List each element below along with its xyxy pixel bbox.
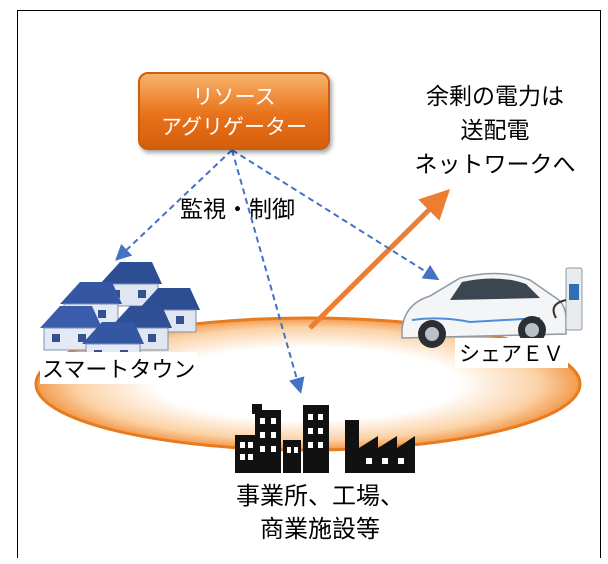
arrow-to-business: [231, 149, 305, 394]
business-line-1: 事業所、工場、: [236, 482, 404, 510]
control-arrows: [115, 149, 440, 394]
ev-car-icon: [401, 272, 567, 348]
building-icon: [235, 404, 329, 473]
diagram-frame: [17, 10, 601, 558]
surplus-arrow: [308, 188, 451, 330]
business-line-2: 商業施設等: [260, 515, 380, 543]
surplus-line-2: 送配電: [460, 118, 530, 144]
arrow-to-ev: [231, 149, 440, 281]
surplus-line-1: 余剰の電力は: [426, 84, 564, 110]
monitor-control-label: 監視・制御: [180, 197, 295, 223]
arrow-to-town: [115, 149, 233, 261]
business-facilities-label: 事業所、工場、 商業施設等: [230, 480, 410, 546]
shared-ev-label: シェアＥＶ: [455, 338, 568, 368]
surplus-power-label: 余剰の電力は 送配電 ネットワークへ: [400, 80, 590, 182]
factory-icon: [345, 420, 415, 473]
charger-icon: [552, 267, 583, 331]
smart-town-label: スマートタウン: [40, 352, 198, 384]
aggregator-line-1: リソース: [192, 85, 276, 109]
resource-aggregator-box: リソース アグリゲーター: [138, 72, 330, 150]
aggregator-line-2: アグリゲーター: [161, 115, 307, 139]
surplus-line-3: ネットワークへ: [414, 152, 576, 178]
